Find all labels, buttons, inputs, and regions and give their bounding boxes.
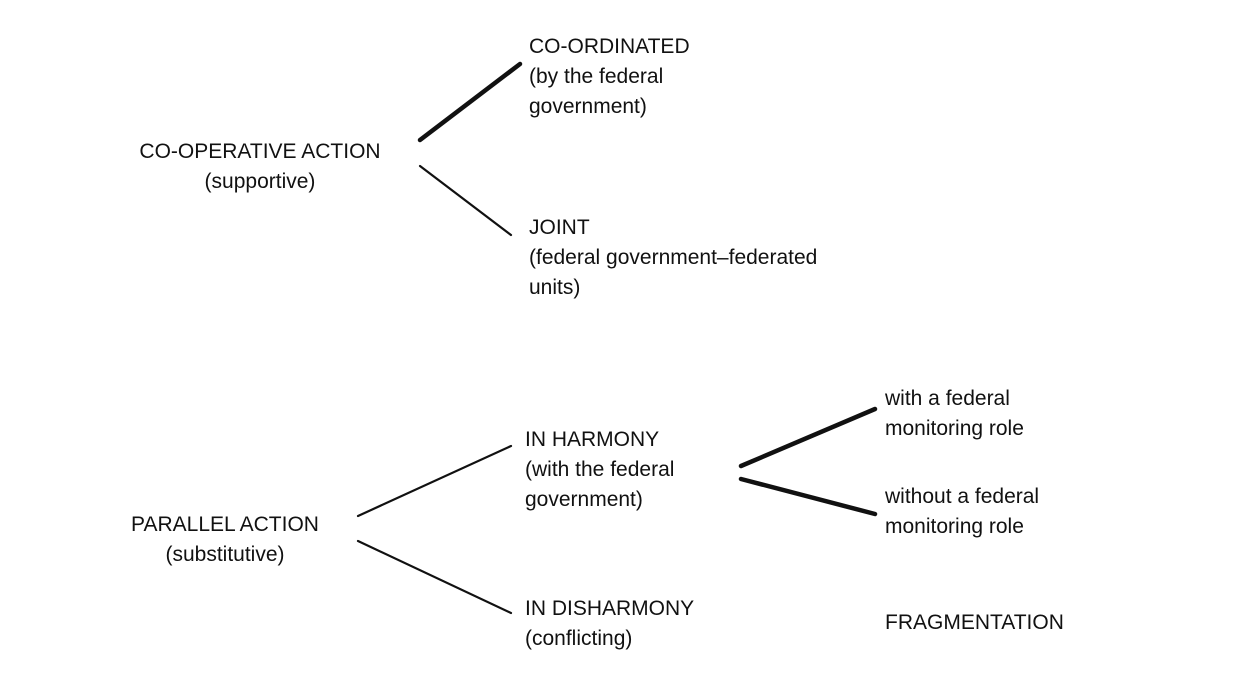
node-in-disharmony: IN DISHARMONY (conflicting) xyxy=(525,594,694,654)
node-in-harmony-subtitle-line1: (with the federal xyxy=(525,458,675,481)
node-fragmentation-title: FRAGMENTATION xyxy=(885,611,1064,634)
node-cooperative-action: CO-OPERATIVE ACTION (supportive) xyxy=(100,137,420,197)
node-joint: JOINT (federal government–federated unit… xyxy=(529,213,817,303)
node-cooperative-action-subtitle: (supportive) xyxy=(204,170,316,193)
edge-parallel-to-disharmony xyxy=(356,539,513,615)
edge-harmony-to-with-monitoring xyxy=(738,406,878,469)
node-fragmentation: FRAGMENTATION xyxy=(885,608,1064,638)
node-joint-subtitle-line1: (federal government–federated xyxy=(529,246,818,269)
node-with-monitoring-line2: monitoring role xyxy=(885,417,1024,440)
edge-cooperative-to-coordinated xyxy=(417,61,523,143)
node-coordinated-subtitle-line2: government) xyxy=(529,95,647,118)
node-in-harmony: IN HARMONY (with the federal government) xyxy=(525,425,674,515)
node-parallel-action-subtitle: (substitutive) xyxy=(165,543,285,566)
edge-cooperative-to-joint xyxy=(418,164,513,237)
node-in-harmony-subtitle-line2: government) xyxy=(525,488,643,511)
node-in-harmony-title: IN HARMONY xyxy=(525,428,660,451)
edge-harmony-to-without-monitoring xyxy=(738,476,878,517)
node-in-disharmony-subtitle: (conflicting) xyxy=(525,627,633,650)
node-coordinated-subtitle-line1: (by the federal xyxy=(529,65,664,88)
node-joint-subtitle-line2: units) xyxy=(529,276,581,299)
node-in-disharmony-title: IN DISHARMONY xyxy=(525,597,695,620)
node-parallel-action-title: PARALLEL ACTION xyxy=(131,513,319,536)
node-parallel-action: PARALLEL ACTION (substitutive) xyxy=(90,510,360,570)
node-without-monitoring-line1: without a federal xyxy=(885,485,1040,508)
edge-parallel-to-harmony xyxy=(356,444,513,518)
node-without-monitoring-line2: monitoring role xyxy=(885,515,1024,538)
node-cooperative-action-title: CO-OPERATIVE ACTION xyxy=(139,140,381,163)
node-joint-title: JOINT xyxy=(529,216,590,239)
node-with-monitoring: with a federal monitoring role xyxy=(885,384,1024,444)
node-without-monitoring: without a federal monitoring role xyxy=(885,482,1039,542)
node-coordinated: CO-ORDINATED (by the federal government) xyxy=(529,32,690,122)
node-with-monitoring-line1: with a federal xyxy=(885,387,1010,410)
node-coordinated-title: CO-ORDINATED xyxy=(529,35,690,58)
